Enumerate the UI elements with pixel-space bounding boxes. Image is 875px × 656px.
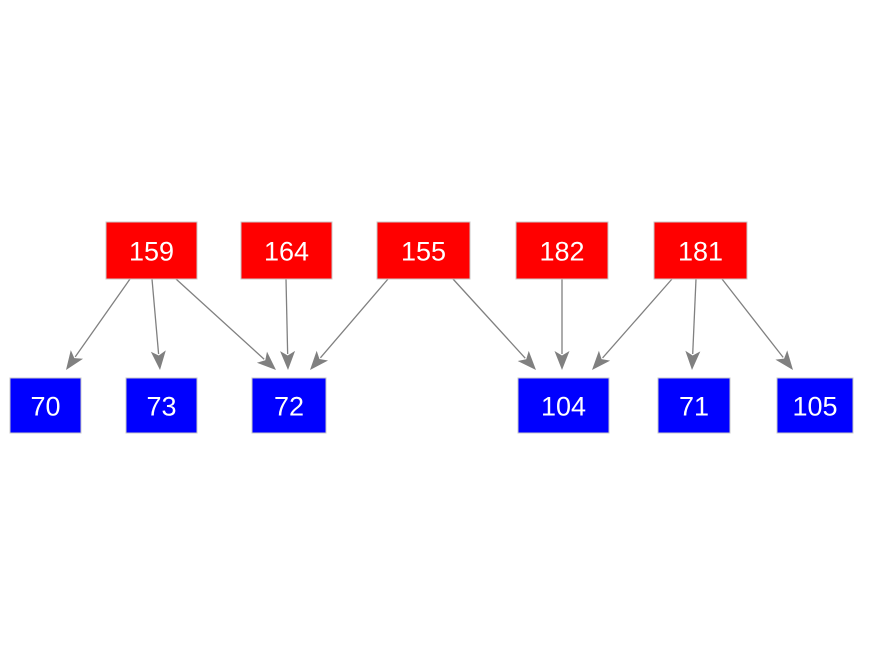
node-box-source[interactable] [653,221,748,280]
node-box-target[interactable] [517,377,610,434]
node-label: 159 [129,237,174,267]
node-70[interactable]: 70 [9,377,82,434]
edge-shaft [692,278,697,355]
arrowhead-icon [310,350,329,370]
edge-shaft [602,278,673,359]
edge-155-to-104 [452,278,536,370]
edge-181-to-105 [721,278,793,370]
node-label: 105 [792,392,837,422]
edge-181-to-71 [685,278,701,370]
node-164[interactable]: 164 [240,221,333,280]
edge-182-to-104 [554,279,570,370]
node-label: 164 [264,237,309,267]
arrowhead-icon [280,350,296,370]
edge-shaft [319,278,389,359]
node-72[interactable]: 72 [251,377,327,434]
edge-shaft [285,278,289,355]
node-label: 182 [539,237,584,267]
node-104[interactable]: 104 [517,377,610,434]
nodes-layer: 159 164 155 182 181 70 73 72 104 71 105 [9,221,854,434]
arrowhead-icon [66,350,84,370]
edge-159-to-72 [175,278,276,370]
node-box-source[interactable] [376,221,471,280]
edge-shaft [452,278,526,359]
edge-181-to-104 [592,278,673,370]
node-105[interactable]: 105 [776,377,854,434]
edge-shaft [721,278,784,358]
edge-shaft [74,278,131,358]
arrowhead-icon [554,351,570,370]
node-182[interactable]: 182 [515,221,609,280]
arrowhead-icon [775,350,793,370]
edge-155-to-72 [310,278,389,370]
node-box-target[interactable] [251,377,327,434]
arrowhead-icon [592,350,611,370]
node-label: 72 [274,392,304,422]
node-label: 70 [30,392,60,422]
node-box-source[interactable] [515,221,609,280]
edge-159-to-73 [150,278,166,370]
arrowhead-icon [517,350,536,370]
node-box-source[interactable] [105,221,198,280]
node-label: 104 [541,392,586,422]
node-box-target[interactable] [657,377,731,434]
edge-shaft [151,278,160,355]
arrowhead-icon [685,350,701,370]
node-label: 181 [678,237,723,267]
edge-164-to-72 [280,278,296,370]
node-label: 71 [679,392,709,422]
node-label: 73 [146,392,176,422]
node-73[interactable]: 73 [125,377,198,434]
edge-159-to-70 [66,278,131,370]
node-box-target[interactable] [9,377,82,434]
node-155[interactable]: 155 [376,221,471,280]
node-box-target[interactable] [776,377,854,434]
node-label: 155 [401,237,446,267]
node-71[interactable]: 71 [657,377,731,434]
arrowhead-icon [150,350,166,370]
node-box-target[interactable] [125,377,198,434]
node-181[interactable]: 181 [653,221,748,280]
edge-shaft [175,278,265,360]
edges-layer [66,278,793,370]
node-159[interactable]: 159 [105,221,198,280]
arrowhead-icon [256,351,276,370]
node-box-source[interactable] [240,221,333,280]
